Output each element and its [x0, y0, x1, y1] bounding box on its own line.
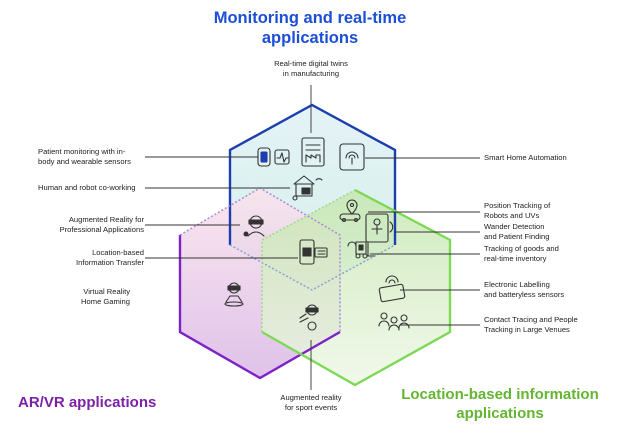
location-hexagon	[262, 190, 450, 385]
label-contact-tracing: Contact Tracing and People Tracking in L…	[484, 315, 578, 334]
people-tracking-icon	[378, 312, 410, 331]
location-hexagon-dotted-edge	[261, 189, 356, 332]
electronic-label-icon	[378, 275, 406, 303]
ar-headset-icon	[243, 215, 265, 237]
label-digital-twins: Real-time digital twins in manufacturing	[274, 59, 348, 78]
smart-home-icon	[339, 143, 365, 171]
label-wander-detection: Wander Detection and Patient Finding	[484, 222, 550, 241]
patient-finder-icon	[365, 213, 394, 243]
sport-ar-icon	[299, 304, 319, 331]
monitoring-hexagon-dotted-edge	[229, 244, 396, 291]
label-location-info: Location-based Information Transfer	[76, 248, 144, 267]
vr-gaming-icon	[224, 282, 244, 307]
label-ar-professional: Augmented Reality for Professional Appli…	[59, 215, 144, 234]
robot-arm-icon	[292, 175, 323, 201]
label-position-tracking: Position Tracking of Robots and UVs	[484, 201, 551, 220]
location-hexagon-outline	[261, 188, 452, 387]
label-sport-ar: Augmented reality for sport events	[280, 393, 342, 412]
label-human-robot: Human and robot co-working	[38, 183, 136, 192]
label-goods-tracking: Tracking of goods and real-time inventor…	[484, 244, 559, 263]
label-electronic-labelling: Electronic Labelling and batteryless sen…	[484, 280, 565, 299]
monitoring-title: Monitoring and real-time applications	[213, 9, 407, 47]
label-smart-home: Smart Home Automation	[484, 153, 567, 162]
wearable-sensor-icon	[257, 147, 290, 167]
label-vr-gaming: Virtual Reality Home Gaming	[81, 287, 130, 306]
factory-clipboard-icon	[301, 137, 325, 167]
location-title: Location-based information applications	[401, 386, 599, 422]
label-patient-monitoring: Patient monitoring with in- body and wea…	[38, 147, 131, 166]
monitoring-hexagon-outline	[228, 103, 397, 245]
robot-location-icon	[339, 199, 361, 223]
phone-info-icon	[299, 239, 328, 265]
forklift-icon	[347, 241, 375, 259]
arvr-title: AR/VR applications	[18, 394, 157, 411]
